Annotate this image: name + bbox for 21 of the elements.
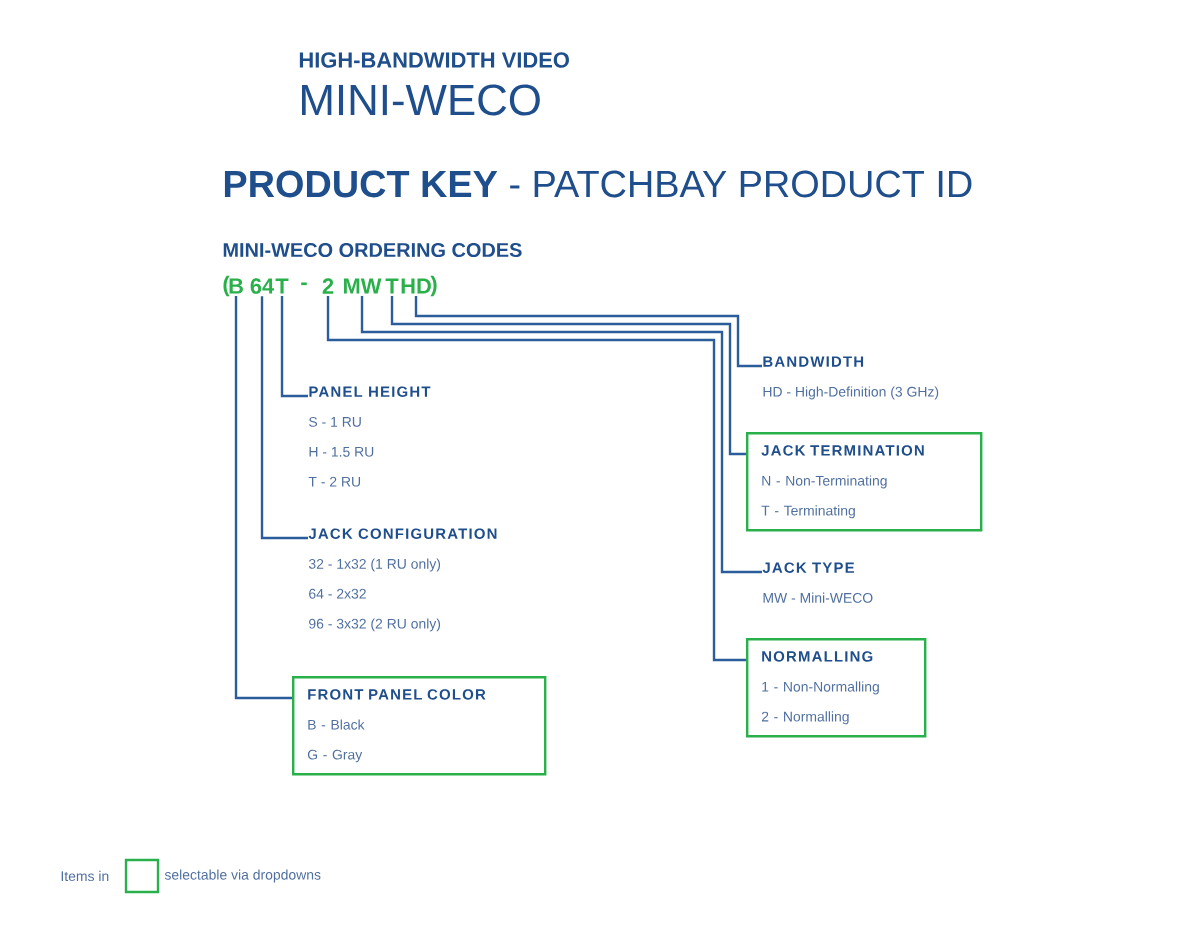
code-character: B [229, 278, 243, 294]
title: PRODUCT KEY - PATCHBAY PRODUCT ID [224, 170, 972, 198]
code-character: 64 [250, 278, 275, 294]
code-character: ( [223, 275, 230, 297]
leader-line [326, 296, 746, 662]
leader-line [390, 295, 746, 456]
code-character: T [275, 278, 289, 294]
leader-line [260, 296, 308, 540]
subtitle: HIGH-BANDWIDTH VIDEO [299, 52, 569, 68]
code-character: 2 [322, 278, 334, 294]
code-character: MW [344, 278, 382, 294]
code-character: - [301, 282, 307, 286]
section-heading: MINI-WECO ORDERING CODES [223, 242, 522, 258]
leader-line [360, 295, 762, 574]
subtitle: MINI-WECO [302, 84, 540, 116]
leader-line [414, 295, 762, 368]
code-character: HD [401, 278, 431, 294]
code-character: T [385, 278, 399, 294]
leader-line [234, 295, 292, 700]
code-character: ) [430, 275, 437, 297]
leader-line [280, 295, 308, 398]
